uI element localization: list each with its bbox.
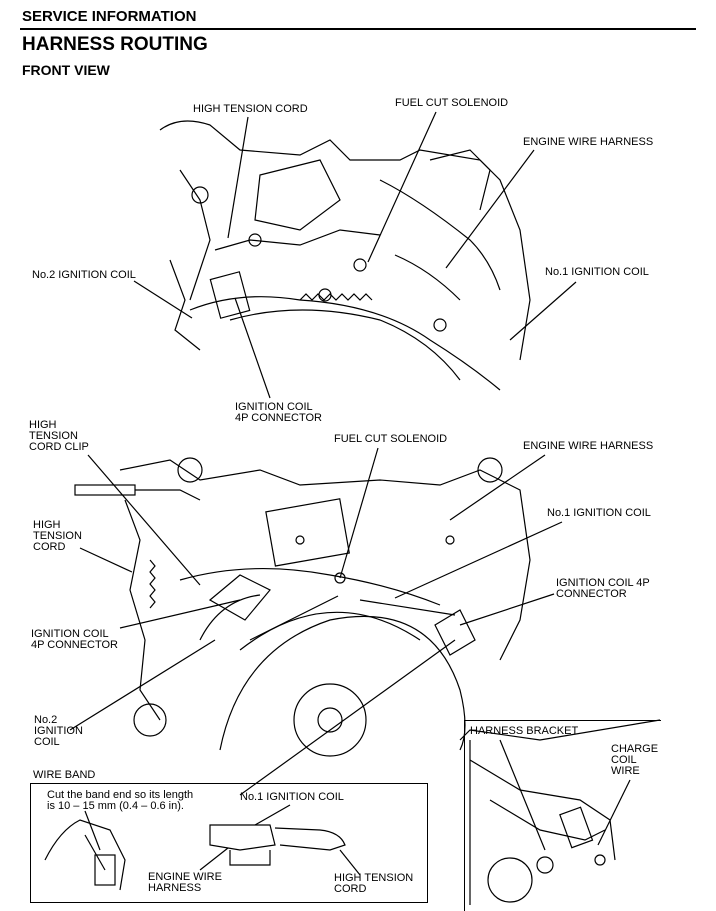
label-ignition-coil-connector-left: IGNITION COIL 4P CONNECTOR — [31, 628, 119, 651]
label-wire-band: WIRE BAND — [33, 769, 96, 781]
label-ignition-coil-connector-right: IGNITION COIL 4P CONNECTOR — [556, 577, 650, 600]
inset-label-no1-ignition-coil: No.1 IGNITION COIL — [240, 791, 344, 803]
label-charge-coil-wire: CHARGE COIL WIRE — [611, 743, 659, 777]
bracket-inset-drawing — [469, 739, 631, 905]
label-ignition-coil-connector: IGNITION COIL 4P CONNECTOR — [235, 401, 323, 424]
label-fuel-cut-solenoid: FUEL CUT SOLENOID — [395, 97, 509, 109]
inset-label-engine-wire-harness: ENGINE WIRE HARNESS — [148, 871, 222, 894]
label-no2-ignition-coil: No.2 IGNITION COIL — [32, 269, 136, 281]
label-high-tension-cord: HIGH TENSION CORD — [193, 103, 308, 115]
section-heading: SERVICE INFORMATION — [22, 8, 197, 25]
label-fuel-cut-solenoid-2: FUEL CUT SOLENOID — [334, 433, 448, 445]
top-engine-drawing — [159, 120, 531, 391]
label-engine-wire-harness: ENGINE WIRE HARNESS — [523, 136, 654, 148]
page-title: HARNESS ROUTING — [22, 34, 208, 55]
label-high-tension-cord-2: HIGH TENSION CORD — [33, 519, 82, 553]
view-subtitle: FRONT VIEW — [22, 62, 110, 78]
label-no1-ignition-coil: No.1 IGNITION COIL — [545, 266, 649, 278]
label-engine-wire-harness-2: ENGINE WIRE HARNESS — [523, 440, 654, 452]
label-no2-ignition-coil-2: No.2 IGNITION COIL — [34, 714, 83, 748]
header-rule — [20, 28, 696, 30]
inset-label-high-tension-cord: HIGH TENSION CORD — [334, 872, 414, 895]
label-no1-ignition-coil-2: No.1 IGNITION COIL — [547, 507, 651, 519]
harness-bracket-inset — [464, 720, 661, 911]
label-harness-bracket: HARNESS BRACKET — [470, 725, 579, 737]
wire-band-inset-drawing — [44, 804, 361, 891]
label-high-tension-cord-clip: HIGH TENSION CORD CLIP — [29, 419, 89, 453]
wire-band-inset — [30, 783, 428, 903]
bottom-engine-drawing — [74, 457, 661, 757]
inset-note: Cut the band end so its length is 10 – 1… — [47, 789, 194, 812]
